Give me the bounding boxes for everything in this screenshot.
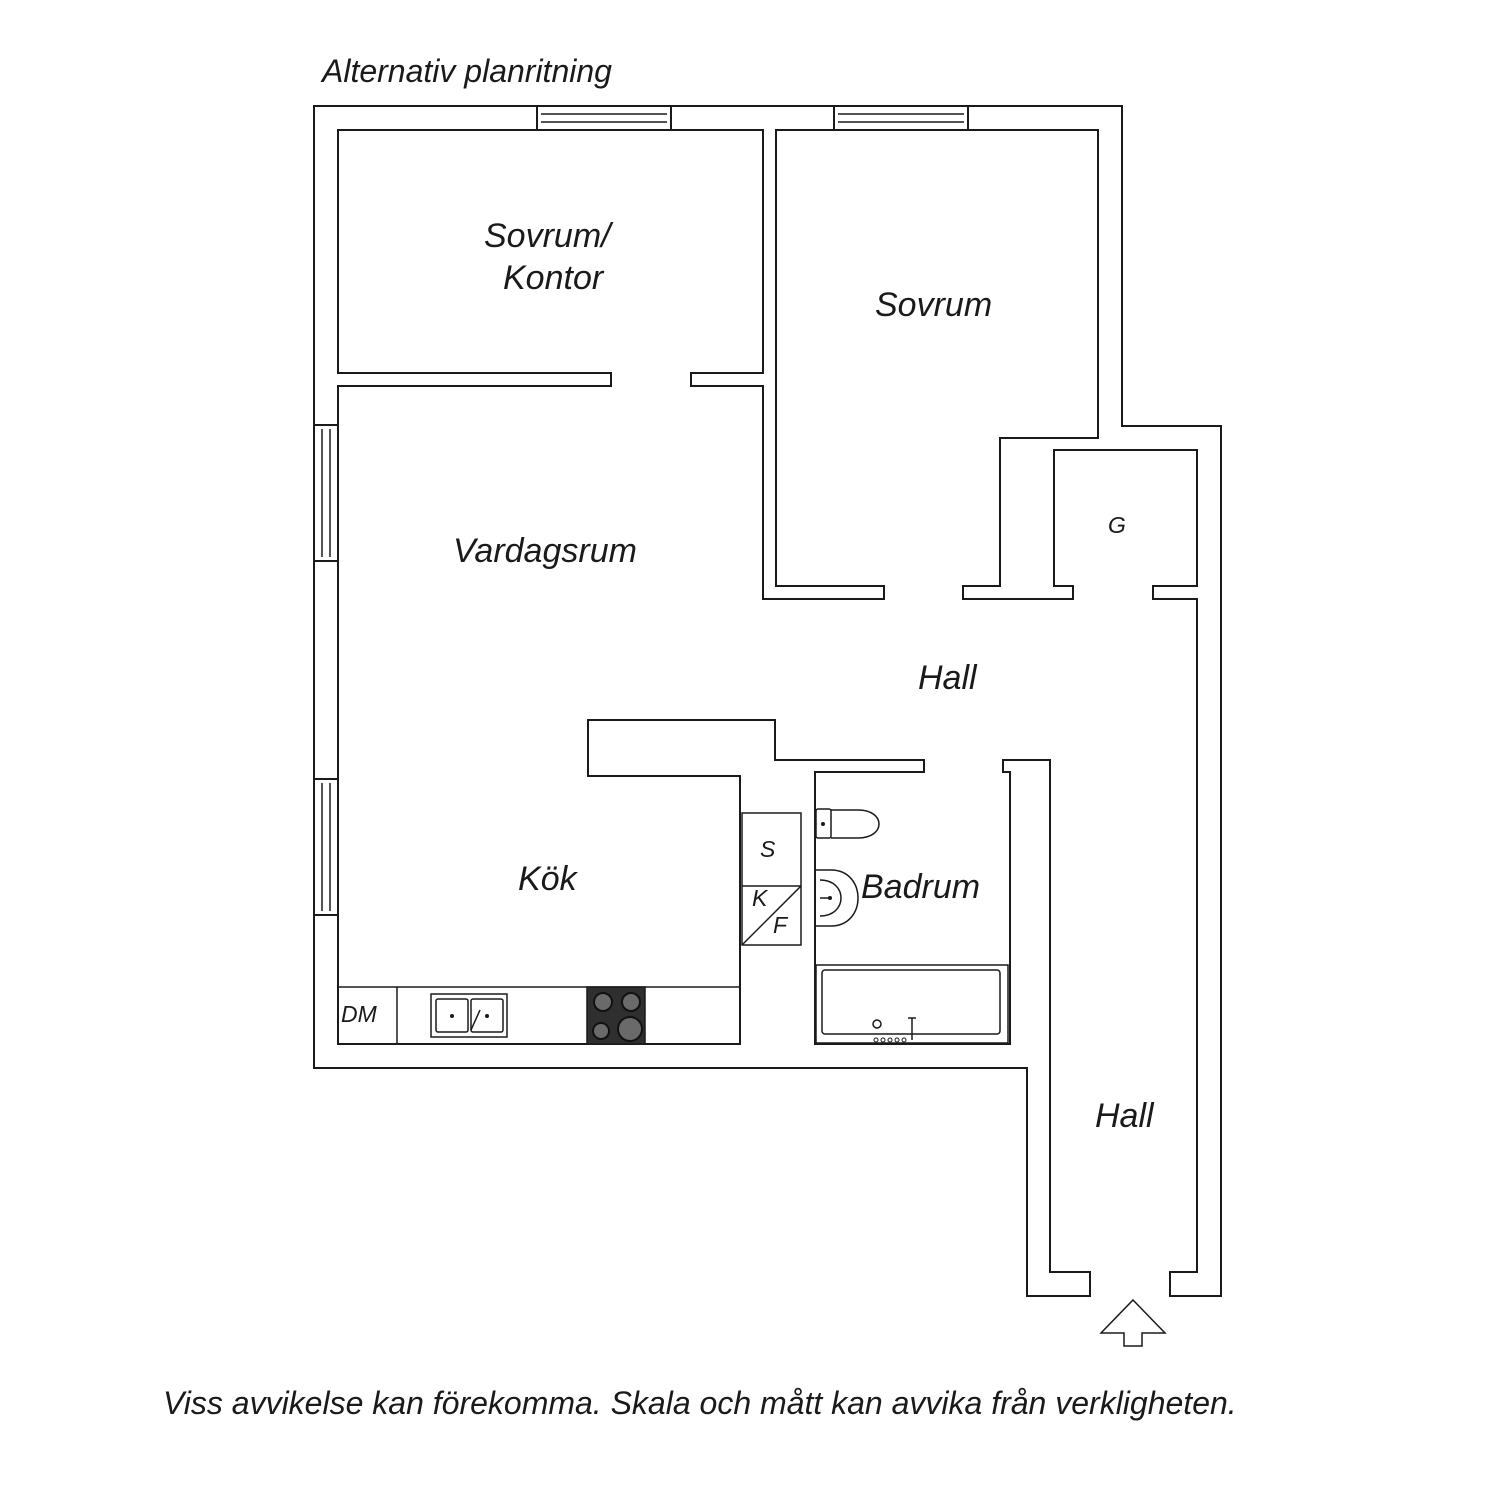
dishwasher-label: DM bbox=[341, 1001, 378, 1027]
window-left-lower bbox=[313, 778, 339, 916]
window-top-left bbox=[536, 105, 672, 131]
kitchen-cabinets bbox=[741, 812, 802, 946]
window-top-right bbox=[833, 105, 969, 131]
room-label-badrum: Badrum bbox=[861, 868, 980, 906]
kitchen-counter bbox=[338, 986, 740, 1044]
fridge-label: K bbox=[752, 885, 769, 911]
room-label-sovrum-kontor-2: Kontor bbox=[503, 259, 605, 297]
stove-icon bbox=[586, 986, 646, 1045]
double-sink-icon bbox=[430, 993, 508, 1038]
freezer-label: F bbox=[773, 912, 789, 938]
window-left-upper bbox=[313, 424, 339, 562]
room-label-garderob: G bbox=[1108, 512, 1126, 538]
disclaimer-text: Viss avvikelse kan förekomma. Skala och … bbox=[163, 1385, 1237, 1421]
outer-walls bbox=[313, 105, 1222, 1297]
entrance-arrow-icon bbox=[1099, 1298, 1167, 1347]
room-label-sovrum-kontor-1: Sovrum/ bbox=[484, 217, 614, 255]
room-label-hall-lower: Hall bbox=[1095, 1097, 1155, 1135]
toilet-icon bbox=[815, 808, 880, 839]
room-label-vardagsrum: Vardagsrum bbox=[453, 532, 637, 570]
room-label-hall-upper: Hall bbox=[918, 659, 978, 697]
room-label-kok: Kök bbox=[518, 860, 579, 898]
bathtub-icon bbox=[815, 964, 1009, 1044]
storage-label: S bbox=[760, 836, 776, 862]
washbasin-icon bbox=[816, 869, 859, 927]
room-label-sovrum: Sovrum bbox=[875, 286, 992, 324]
plan-title: Alternativ planritning bbox=[320, 53, 612, 89]
